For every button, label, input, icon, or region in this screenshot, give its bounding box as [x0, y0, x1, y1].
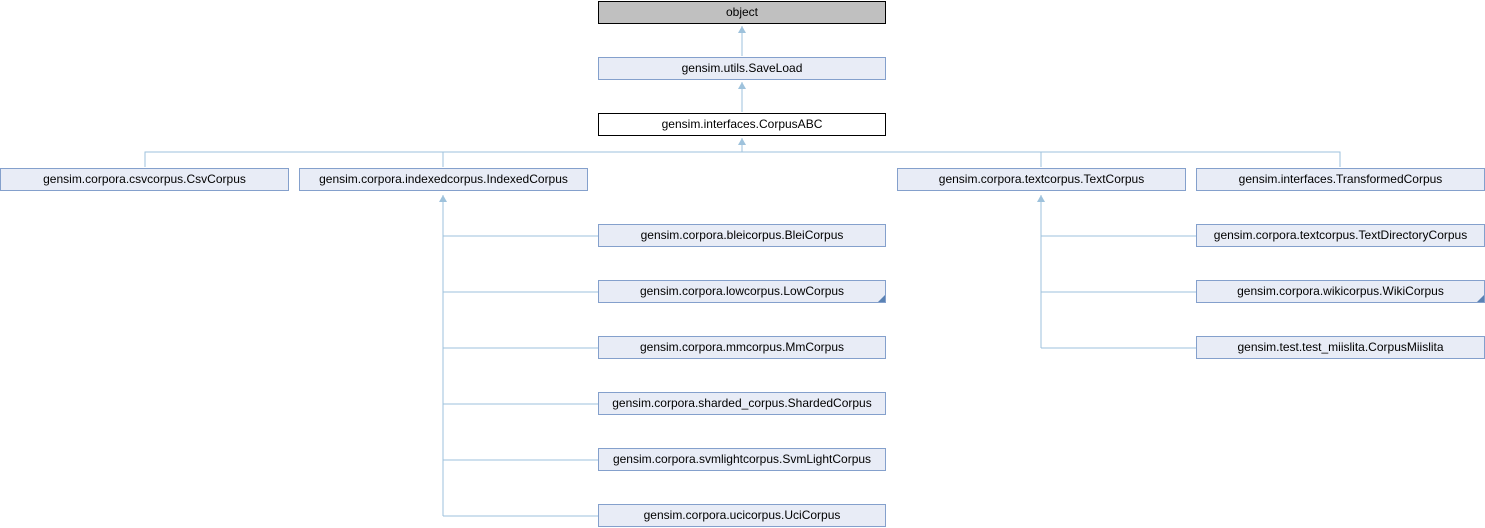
node-wikicorpus[interactable]: gensim.corpora.wikicorpus.WikiCorpus [1196, 280, 1485, 303]
node-wikicorpus-label: gensim.corpora.wikicorpus.WikiCorpus [1237, 284, 1444, 298]
node-lowcorpus-label: gensim.corpora.lowcorpus.LowCorpus [639, 284, 845, 298]
expand-corner-icon [1477, 295, 1484, 302]
node-saveload[interactable]: gensim.utils.SaveLoad [598, 57, 886, 80]
node-textcorpus[interactable]: gensim.corpora.textcorpus.TextCorpus [897, 168, 1186, 191]
node-corpusabc: gensim.interfaces.CorpusABC [598, 113, 886, 136]
node-textdirectorycorpus[interactable]: gensim.corpora.textcorpus.TextDirectoryC… [1196, 224, 1485, 247]
node-transformedcorpus[interactable]: gensim.interfaces.TransformedCorpus [1196, 168, 1485, 191]
node-indexedcorpus[interactable]: gensim.corpora.indexedcorpus.IndexedCorp… [299, 168, 588, 191]
node-lowcorpus[interactable]: gensim.corpora.lowcorpus.LowCorpus [598, 280, 886, 303]
node-ucicorpus[interactable]: gensim.corpora.ucicorpus.UciCorpus [598, 504, 886, 527]
node-corpusmiislita[interactable]: gensim.test.test_miislita.CorpusMiislita [1196, 336, 1485, 359]
node-shardedcorpus[interactable]: gensim.corpora.sharded_corpus.ShardedCor… [598, 392, 886, 415]
expand-corner-icon [878, 295, 885, 302]
node-object: object [598, 1, 886, 24]
node-mmcorpus[interactable]: gensim.corpora.mmcorpus.MmCorpus [598, 336, 886, 359]
node-bleicorpus[interactable]: gensim.corpora.bleicorpus.BleiCorpus [598, 224, 886, 247]
node-csvcorpus[interactable]: gensim.corpora.csvcorpus.CsvCorpus [0, 168, 289, 191]
node-svmlightcorpus[interactable]: gensim.corpora.svmlightcorpus.SvmLightCo… [598, 448, 886, 471]
